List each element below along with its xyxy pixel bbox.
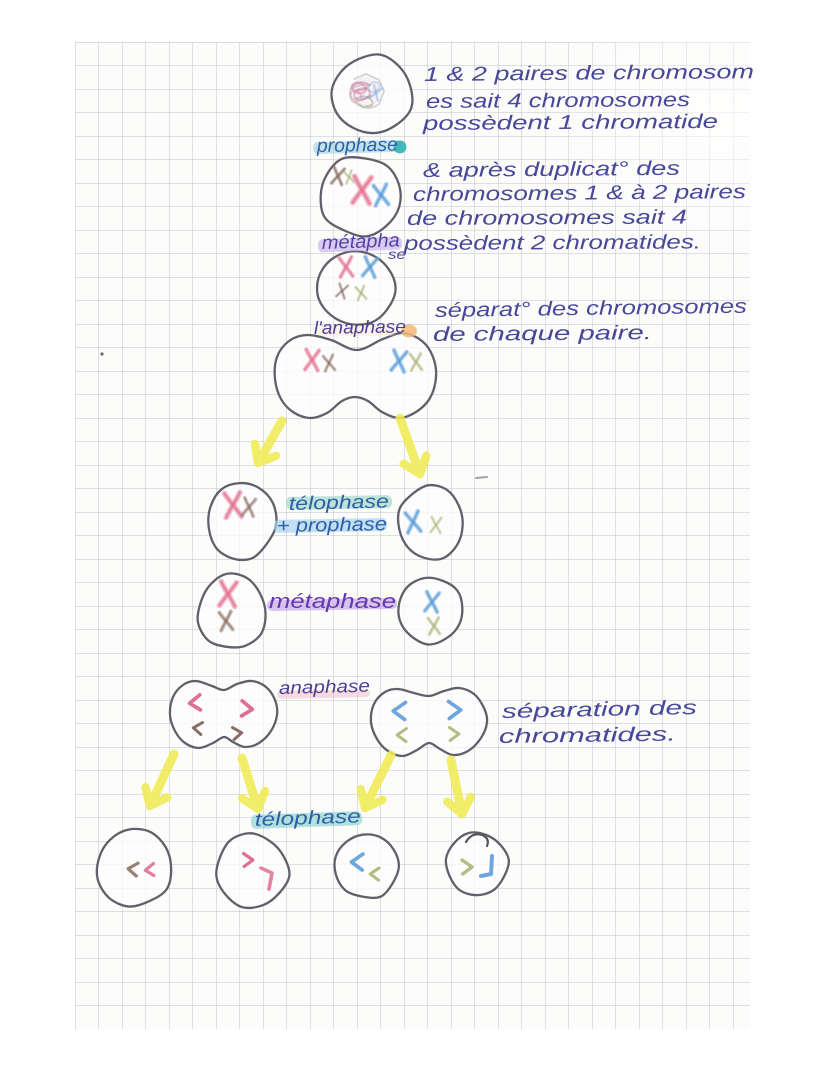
svg-text:1 & 2 paires de chromosom: 1 & 2 paires de chromosom xyxy=(424,61,754,86)
svg-text:+ prophase: + prophase xyxy=(277,514,387,537)
svg-text:& après duplicat° des: & après duplicat° des xyxy=(423,158,680,182)
svg-text:métapha: métapha xyxy=(321,230,400,254)
svg-text:chromosomes 1 & à 2 paires: chromosomes 1 & à 2 paires xyxy=(413,181,746,206)
svg-text:télophase: télophase xyxy=(254,806,361,831)
svg-text:anaphase: anaphase xyxy=(279,676,370,698)
svg-text:métaphase: métaphase xyxy=(269,591,396,613)
svg-text:de chromosomes sait 4: de chromosomes sait 4 xyxy=(407,207,687,230)
svg-text:séparation des: séparation des xyxy=(502,697,697,723)
svg-text:télophase: télophase xyxy=(289,491,390,515)
svg-text:de chaque paire.: de chaque paire. xyxy=(433,322,652,346)
svg-text:l'anaphase: l'anaphase xyxy=(314,316,406,338)
svg-text:se: se xyxy=(388,246,406,262)
svg-text:es sait 4 chromosomes: es sait 4 chromosomes xyxy=(426,89,690,113)
svg-text:possèdent 1 chromatide: possèdent 1 chromatide xyxy=(421,111,718,135)
svg-text:prophase: prophase xyxy=(316,135,398,157)
svg-text:possèdent 2 chromatides.: possèdent 2 chromatides. xyxy=(403,231,701,255)
svg-text:chromatides.: chromatides. xyxy=(499,724,676,748)
svg-text:séparat° des chromosomes: séparat° des chromosomes xyxy=(435,296,747,322)
